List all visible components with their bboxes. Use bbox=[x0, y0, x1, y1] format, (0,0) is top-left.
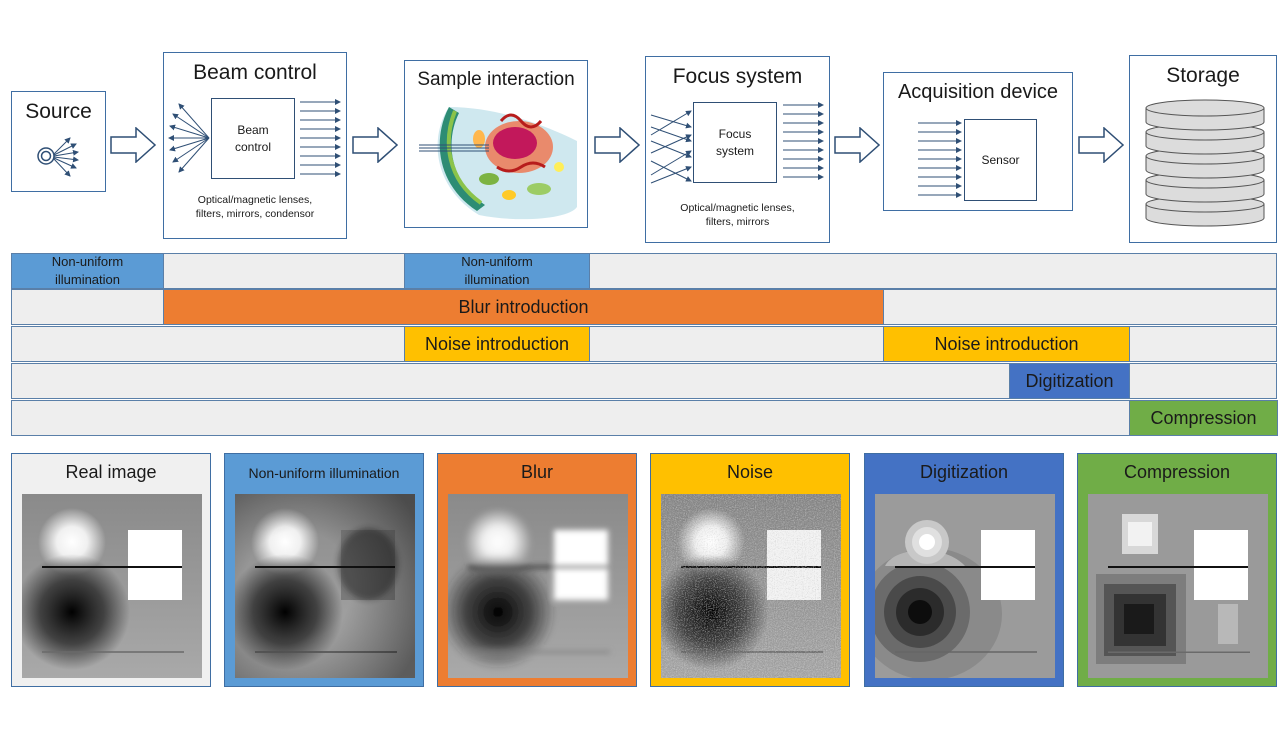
real-image-thumb bbox=[22, 494, 202, 678]
focus-box-line-1: Focus bbox=[718, 126, 752, 141]
diverging-rays-icon bbox=[168, 103, 210, 173]
compression-bar: Compression bbox=[1129, 400, 1278, 436]
panel-real-title: Real image bbox=[65, 462, 157, 482]
nonuniform-b-line-2: illumination bbox=[464, 272, 530, 287]
sample-interaction-title: Sample interaction bbox=[417, 69, 575, 90]
compression-row: Compression bbox=[11, 400, 1278, 436]
focus-box-line-2: system bbox=[715, 143, 754, 158]
sample-interaction-stage: Sample interaction bbox=[404, 60, 588, 228]
nonuniform-a-line-1: Non-uniform bbox=[51, 254, 124, 269]
panel-nonuniform-illumination: Non-uniform illumination bbox=[224, 453, 424, 687]
digitization-image-thumb bbox=[875, 494, 1055, 678]
digitization-bar: Digitization bbox=[1009, 363, 1130, 399]
crossing-rays-icon bbox=[650, 110, 692, 184]
beam-box-line-1: Beam bbox=[237, 122, 269, 137]
blur-row: Blur introduction bbox=[11, 289, 1277, 325]
cell-illustration bbox=[419, 107, 577, 220]
digitization-row: Digitization bbox=[11, 363, 1277, 399]
flow-arrow-4 bbox=[834, 127, 880, 163]
beam-control-box: Beam control bbox=[211, 98, 295, 179]
nonuniform-illumination-source: Non-uniform illumination bbox=[11, 253, 164, 289]
blur-image-thumb bbox=[448, 494, 628, 678]
panel-real-image: Real image bbox=[11, 453, 211, 687]
noise-introduction-acquisition: Noise introduction bbox=[883, 326, 1130, 362]
source-stage: Source bbox=[11, 91, 106, 192]
focused-rays-icon bbox=[783, 102, 824, 180]
sensor-box: Sensor bbox=[964, 119, 1037, 201]
flow-arrow-3 bbox=[594, 127, 640, 163]
flow-arrow-1 bbox=[110, 127, 156, 163]
panel-compression-title: Compression bbox=[1123, 462, 1231, 482]
flow-arrow-2 bbox=[352, 127, 398, 163]
illumination-row: Non-uniform illumination Non-uniform ill… bbox=[11, 253, 1277, 289]
parallel-rays-icon bbox=[300, 99, 341, 177]
beam-caption-1: Optical/magnetic lenses, bbox=[197, 194, 313, 206]
focus-caption-1: Optical/magnetic lenses, bbox=[680, 202, 795, 214]
compression-image-thumb bbox=[1088, 494, 1268, 678]
beam-box-line-2: control bbox=[234, 139, 272, 154]
panel-nonuniform-title: Non-uniform illumination bbox=[248, 465, 400, 481]
blur-introduction-bar: Blur introduction bbox=[163, 289, 884, 325]
panel-digitization-title: Digitization bbox=[919, 462, 1009, 482]
light-source-icon bbox=[37, 137, 79, 177]
focus-system-box: Focus system bbox=[693, 102, 777, 183]
focus-caption-2: filters, mirrors bbox=[705, 216, 770, 228]
focus-system-stage: Focus system Focus system Optical bbox=[645, 56, 830, 243]
beam-caption-2: filters, mirrors, condensor bbox=[195, 208, 315, 220]
nonuniform-illumination-sample: Non-uniform illumination bbox=[404, 253, 590, 289]
beam-control-stage: Beam control Beam control Optical/magnet bbox=[163, 52, 347, 239]
noise-row: Noise introduction Noise introduction bbox=[11, 326, 1277, 362]
focus-system-title: Focus system bbox=[672, 65, 803, 88]
beam-control-title: Beam control bbox=[193, 61, 317, 84]
panel-compression: Compression bbox=[1077, 453, 1277, 687]
panel-blur: Blur bbox=[437, 453, 637, 687]
panel-noise: Noise bbox=[650, 453, 850, 687]
panel-noise-title: Noise bbox=[726, 462, 774, 482]
nonuniform-a-line-2: illumination bbox=[54, 272, 121, 287]
noise-introduction-sample: Noise introduction bbox=[404, 326, 590, 362]
storage-stage: Storage bbox=[1129, 55, 1277, 243]
source-title: Source bbox=[25, 100, 92, 123]
panel-blur-title: Blur bbox=[520, 462, 553, 482]
flow-arrow-5 bbox=[1078, 127, 1124, 163]
storage-title: Storage bbox=[1166, 64, 1240, 87]
noise-image-thumb bbox=[661, 494, 841, 678]
nonuniform-image-thumb bbox=[235, 494, 415, 678]
acquisition-device-title: Acquisition device bbox=[897, 81, 1059, 103]
panel-digitization: Digitization bbox=[864, 453, 1064, 687]
incoming-rays-icon bbox=[918, 120, 962, 198]
acquisition-device-stage: Acquisition device Sensor bbox=[883, 72, 1073, 211]
database-stack-icon bbox=[1145, 99, 1265, 227]
nonuniform-b-line-1: Non-uniform bbox=[461, 254, 533, 269]
